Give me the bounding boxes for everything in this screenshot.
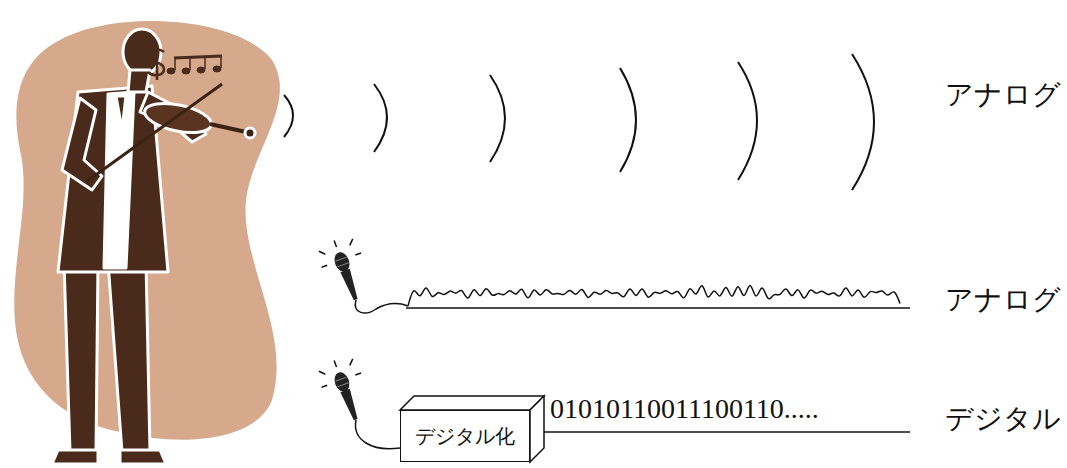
wave-arc xyxy=(374,84,387,152)
ray xyxy=(322,265,328,267)
tie xyxy=(116,96,126,130)
box-top-face xyxy=(400,396,544,410)
ray xyxy=(348,359,354,365)
mic-handle xyxy=(340,269,360,302)
violin-neck xyxy=(210,124,246,132)
note-head xyxy=(182,68,190,74)
mic-handle xyxy=(340,389,360,422)
wave-arc xyxy=(284,95,293,137)
stem xyxy=(174,58,176,70)
signal-baseline xyxy=(406,307,910,309)
leg xyxy=(108,262,150,452)
process-box: デジタル化 xyxy=(400,410,530,462)
wave-arc xyxy=(490,75,505,162)
beam xyxy=(174,56,222,58)
note-head xyxy=(167,68,175,74)
ray xyxy=(355,253,361,255)
note-head xyxy=(197,67,205,73)
signal-type-label: デジタル xyxy=(945,402,1061,436)
violin-body xyxy=(142,98,214,138)
microphone xyxy=(314,353,375,427)
sound-waves xyxy=(284,54,874,190)
ray xyxy=(348,239,354,245)
dollar-sign xyxy=(148,45,164,80)
ray xyxy=(334,240,336,247)
shirt xyxy=(104,92,134,268)
ray xyxy=(334,360,336,367)
mic-grille xyxy=(335,257,348,267)
mic-cable xyxy=(355,420,400,449)
box-faces xyxy=(400,396,544,462)
stem xyxy=(220,56,222,68)
microphone xyxy=(314,233,375,307)
stem xyxy=(204,57,206,69)
signal-type-label: アナログ xyxy=(945,78,1061,112)
violin-scroll xyxy=(245,128,255,138)
bow xyxy=(86,84,222,182)
wave-arc xyxy=(738,62,757,180)
wave-arc xyxy=(620,68,636,172)
mic-cable xyxy=(355,300,408,313)
head xyxy=(123,29,161,75)
box-label: デジタル化 xyxy=(415,423,515,450)
ray xyxy=(355,373,361,375)
stem xyxy=(189,58,191,70)
ray xyxy=(322,385,328,387)
leg xyxy=(64,262,98,452)
binary-data: 01010110011100110..... xyxy=(550,392,819,426)
ray xyxy=(319,250,325,256)
box-side-face xyxy=(530,396,544,462)
ray xyxy=(319,370,325,376)
music-notes xyxy=(148,45,222,80)
digital-line xyxy=(544,431,910,433)
wave-arc xyxy=(852,54,874,190)
signal-type-label: アナログ xyxy=(945,283,1061,317)
shoe xyxy=(120,450,166,464)
analog-signal xyxy=(408,285,900,306)
note-head xyxy=(213,66,221,72)
mic-grille xyxy=(335,377,348,387)
violinist xyxy=(52,29,255,464)
neck xyxy=(128,70,150,92)
shoe xyxy=(52,450,98,464)
